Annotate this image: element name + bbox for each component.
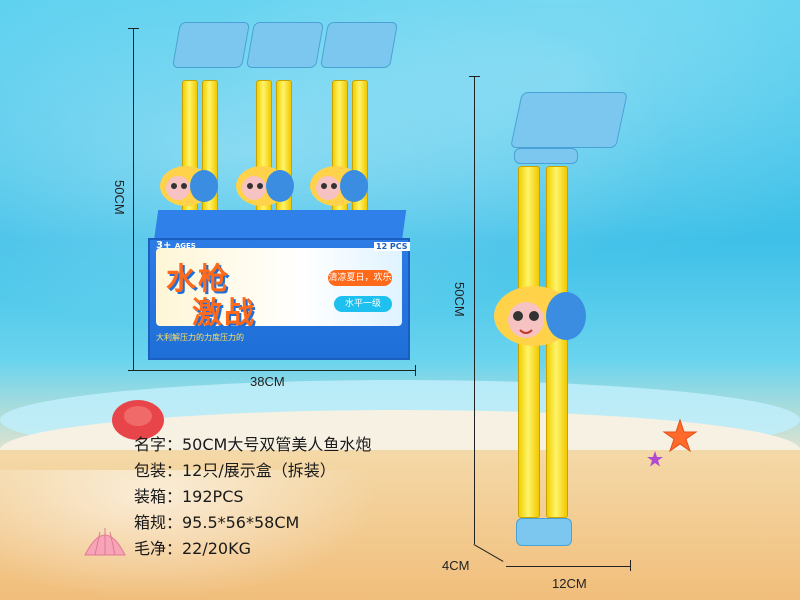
display-box-panel [156,248,402,326]
product-name: 名字：50CM大号双管美人鱼水炮 [134,435,372,454]
display-box: 3+ AGES 12 PCS 水枪 激战 清凉夏日，欢乐 水平一级 大利解压力的… [148,210,410,360]
product-carton-qty: 装箱：192PCS [134,487,244,506]
box-title-line2: 激战 [192,296,256,331]
display-width-tick-right [415,365,416,376]
small-starfish-icon [647,451,663,467]
mermaid-figure-icon [236,166,294,206]
product-carton-size: 箱规：95.5*56*58CM [134,513,300,532]
box-footer-text: 大利解压力的力度压力的 [156,333,244,342]
toy-handle-2 [245,22,325,68]
sand-highlight [0,470,380,600]
single-toy-handle [510,92,628,148]
mermaid-figure-icon [310,166,368,206]
toy-depth-label: 4CM [442,558,470,573]
starfish-icon [662,418,698,453]
toy-height-label: 50CM [452,282,467,317]
display-width-label: 38CM [250,374,285,389]
toy-height-line [474,76,475,544]
single-toy-nozzle [516,518,572,546]
box-count-label: 12 PCS [374,242,410,251]
product-weight: 毛净：22/20KG [134,539,252,558]
toy-width-tick-right [630,560,631,571]
product-info: 名字：50CM大号双管美人鱼水炮 包装：12只/展示盒（拆装） 装箱：192PC… [134,432,371,562]
age-badge: 3+ AGES [156,240,196,251]
age-badge-label: AGES [174,242,196,250]
toy-height-tick-top [469,76,480,77]
display-height-tick-top [128,28,139,29]
toy-handle-1 [171,22,251,68]
toy-width-label: 12CM [552,576,587,591]
display-width-line [133,370,415,371]
age-badge-number: 3+ [156,240,172,251]
box-title-line1: 水枪 [166,262,230,297]
coral-plant-icon [112,400,164,440]
display-height-line [133,28,134,370]
seashell-icon [84,528,126,556]
single-toy-connector [514,148,578,164]
display-height-label: 50CM [112,180,127,215]
single-toy-mermaid-icon [494,286,586,346]
mermaid-figure-icon [160,166,218,206]
product-packaging: 包装：12只/展示盒（拆装） [134,461,336,480]
box-sticker-2: 水平一级 [334,296,392,312]
toy-width-line [506,566,630,567]
box-sticker-1: 清凉夏日，欢乐 [328,270,392,286]
toy-handle-3 [319,22,399,68]
